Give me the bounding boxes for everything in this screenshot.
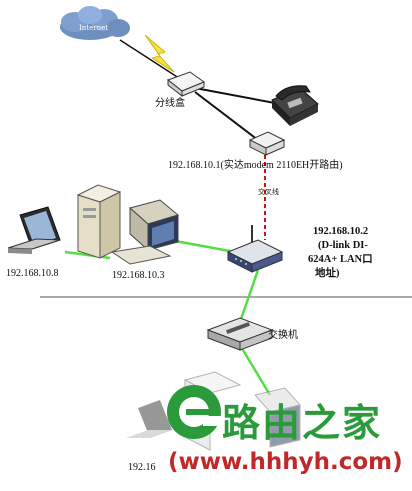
bottom-laptop-ip-label: 192.16 bbox=[128, 462, 156, 473]
ethernet-router-switch bbox=[238, 269, 260, 323]
bottom-laptop-icon bbox=[138, 400, 172, 438]
ethernet-pc-router bbox=[169, 238, 236, 254]
switch-label: 交换机 bbox=[268, 330, 298, 341]
monitor-icon bbox=[128, 199, 180, 252]
lightning-icon bbox=[144, 34, 175, 73]
modem-label: 192.168.10.1(实达modem 2110EH开路由) bbox=[168, 160, 343, 171]
router-model-line-3: 地址) bbox=[315, 268, 340, 279]
logo-icon bbox=[167, 385, 221, 439]
watermark-url: (www.hhhyh.com) bbox=[168, 449, 403, 475]
laptop-icon bbox=[7, 206, 61, 254]
router-ip-label: 192.168.10.2 bbox=[313, 226, 369, 237]
cloud-icon bbox=[60, 6, 130, 40]
watermark-brand: 路由之家 bbox=[222, 401, 383, 445]
telephone-icon bbox=[271, 85, 319, 126]
pc-tower-icon bbox=[76, 184, 122, 259]
router-icon bbox=[226, 225, 284, 273]
crossover-label: 交叉线 bbox=[258, 188, 279, 196]
switch-icon bbox=[206, 317, 274, 351]
splitter-icon bbox=[166, 71, 206, 98]
ethernet-switch-bottom bbox=[238, 344, 272, 396]
splitter-phone-line bbox=[194, 87, 281, 105]
splitter-label: 分线盒 bbox=[155, 98, 185, 109]
modem-icon bbox=[248, 131, 286, 156]
internet-line bbox=[119, 39, 186, 83]
splitter-modem-line bbox=[194, 91, 259, 141]
internet-label: Internet bbox=[79, 24, 109, 32]
router-model-line-2: 624A+ LAN口 bbox=[308, 254, 373, 265]
router-model-line-1: (D-link DI- bbox=[318, 240, 368, 251]
laptop-ip-label: 192.168.10.8 bbox=[6, 268, 59, 279]
keyboard-icon bbox=[110, 245, 172, 265]
pc-ip-label: 192.168.10.3 bbox=[112, 270, 165, 281]
